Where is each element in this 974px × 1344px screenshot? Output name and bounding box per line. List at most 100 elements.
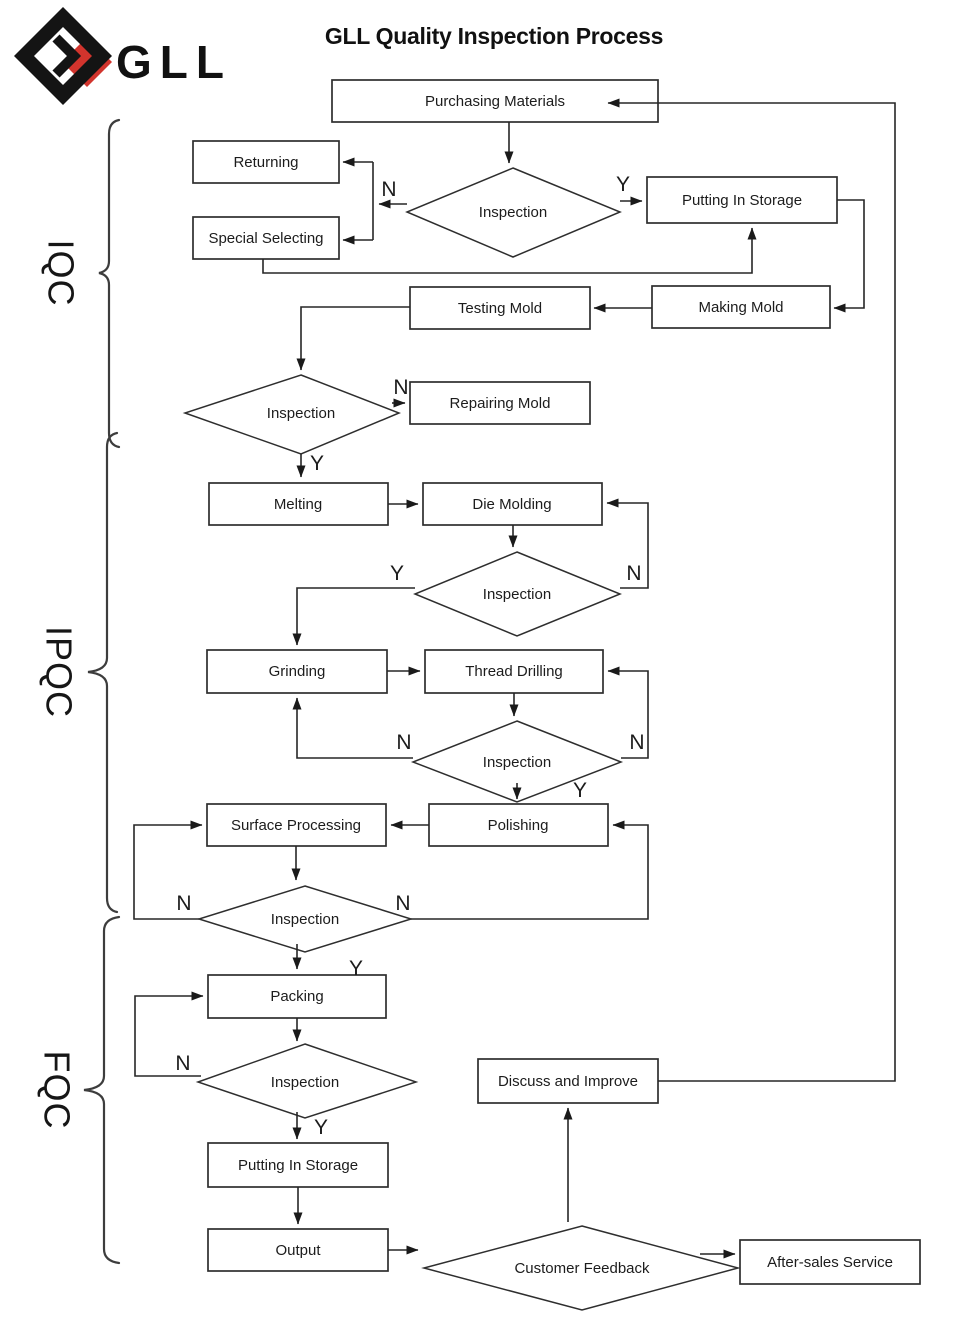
putting-in-storage-iqc-box: [646, 176, 838, 224]
branch-no-die-molding: N: [626, 562, 641, 585]
packing-box: [207, 974, 387, 1019]
grinding-box: [206, 649, 388, 694]
edge-storage-to-making-mold: [833, 199, 865, 313]
thread-drilling-box: [424, 649, 604, 694]
branch-no-surface-left: N: [176, 892, 191, 915]
edge-inspection-no-loop-polishing: [411, 820, 649, 920]
inspection-die-molding-diamond: [413, 551, 622, 637]
section-label-fqc: FQC: [36, 1051, 77, 1130]
node-putting-in-storage-iqc: Putting In Storage: [646, 176, 838, 224]
testing-mold-label: Testing Mold: [458, 300, 542, 317]
edge-testing-mold-to-inspection: [296, 306, 410, 371]
inspection-thread-drilling-diamond: [410, 720, 624, 803]
branch-labels: N Y N Y Y N N N Y N N Y N Y: [175, 173, 644, 1139]
node-melting: Melting: [208, 482, 389, 526]
putting-in-storage-fqc-label: Putting In Storage: [238, 1157, 358, 1174]
inspection-surface-diamond: [196, 885, 414, 953]
edge-discuss-to-purchasing-loop: [607, 98, 896, 1082]
decision-inspection-thread-drilling: Inspection: [410, 720, 624, 803]
node-testing-mold: Testing Mold: [409, 286, 591, 330]
branch-yes-surface: Y: [349, 957, 363, 980]
die-molding-label: Die Molding: [472, 496, 551, 513]
section-braces: IQC IPQC FQC: [36, 118, 121, 1265]
edge-inspection-yes-to-grinding: [292, 587, 415, 646]
page-title: GLL Quality Inspection Process: [325, 23, 663, 49]
branch-yes-thread: Y: [573, 779, 587, 802]
inspection-mold-label: Inspection: [267, 405, 335, 422]
edge-inspection-no-to-thread-drilling: [607, 666, 649, 759]
edge-special-selecting-to-storage: [262, 227, 757, 274]
returning-box: [192, 140, 340, 184]
node-grinding: Grinding: [206, 649, 388, 694]
logo-hook-icon: [52, 34, 82, 78]
branch-no-thread-left: N: [396, 731, 411, 754]
logo-text: GLL: [116, 36, 232, 88]
output-label: Output: [275, 1242, 321, 1259]
section-label-ipqc: IPQC: [38, 626, 79, 718]
polishing-box: [428, 803, 609, 847]
branch-no-surface-right: N: [395, 892, 410, 915]
discuss-and-improve-label: Discuss and Improve: [498, 1073, 638, 1090]
node-special-selecting: Special Selecting: [192, 216, 340, 260]
edge-inspection-no-loop-surface: [133, 820, 203, 920]
inspection-packing-label: Inspection: [271, 1074, 339, 1091]
polishing-label: Polishing: [488, 817, 549, 834]
returning-label: Returning: [233, 154, 298, 171]
edge-inspection-no-to-die-molding: [606, 498, 649, 589]
node-packing: Packing: [207, 974, 387, 1019]
customer-feedback-label: Customer Feedback: [514, 1260, 650, 1277]
branch-yes-packing: Y: [314, 1116, 328, 1139]
iqc-brace: [98, 118, 121, 449]
branch-yes-die-molding: Y: [390, 562, 404, 585]
repairing-mold-box: [409, 381, 591, 425]
grinding-label: Grinding: [269, 663, 326, 680]
node-die-molding: Die Molding: [422, 482, 603, 526]
after-sales-service-box: [739, 1239, 921, 1285]
node-putting-in-storage-fqc: Putting In Storage: [207, 1142, 389, 1188]
decision-inspection-die-molding: Inspection: [413, 551, 622, 637]
node-repairing-mold: Repairing Mold: [409, 381, 591, 425]
decision-inspection-packing: Inspection: [195, 1043, 419, 1119]
node-purchasing-materials: Purchasing Materials: [331, 79, 659, 123]
purchasing-materials-label: Purchasing Materials: [425, 93, 565, 110]
putting-in-storage-fqc-box: [207, 1142, 389, 1188]
edge-inspection-no-to-grinding: [292, 697, 413, 759]
decision-inspection-surface: Inspection: [196, 885, 414, 953]
inspection-thread-drilling-label: Inspection: [483, 754, 551, 771]
purchasing-materials-box: [331, 79, 659, 123]
decision-inspection-materials: Inspection: [405, 167, 622, 258]
inspection-packing-diamond: [195, 1043, 419, 1119]
node-returning: Returning: [192, 140, 340, 184]
branch-yes-mold: Y: [310, 452, 324, 475]
inspection-materials-label: Inspection: [479, 204, 547, 221]
node-output: Output: [207, 1228, 389, 1272]
logo-black-ring-icon: [14, 7, 112, 105]
node-polishing: Polishing: [428, 803, 609, 847]
making-mold-label: Making Mold: [698, 299, 783, 316]
branch-yes-materials: Y: [616, 173, 630, 196]
branch-no-materials: N: [381, 178, 396, 201]
ipqc-brace: [87, 431, 119, 914]
special-selecting-label: Special Selecting: [208, 230, 323, 247]
packing-label: Packing: [270, 988, 323, 1005]
putting-in-storage-iqc-label: Putting In Storage: [682, 192, 802, 209]
section-label-iqc: IQC: [40, 239, 81, 306]
fqc-brace: [83, 915, 121, 1265]
making-mold-box: [651, 285, 831, 329]
surface-processing-box: [206, 803, 387, 847]
branch-no-mold: N: [393, 376, 408, 399]
decision-inspection-mold: Inspection: [182, 374, 402, 455]
edge-inspection-no-loop-packing: [134, 991, 204, 1077]
inspection-die-molding-label: Inspection: [483, 586, 551, 603]
repairing-mold-label: Repairing Mold: [450, 395, 551, 412]
inspection-materials-diamond: [405, 167, 622, 258]
node-making-mold: Making Mold: [651, 285, 831, 329]
after-sales-service-label: After-sales Service: [767, 1254, 893, 1271]
surface-processing-label: Surface Processing: [231, 817, 361, 834]
die-molding-box: [422, 482, 603, 526]
inspection-surface-label: Inspection: [271, 911, 339, 928]
decision-customer-feedback: Customer Feedback: [421, 1225, 741, 1311]
node-thread-drilling: Thread Drilling: [424, 649, 604, 694]
node-discuss-and-improve: Discuss and Improve: [477, 1058, 659, 1104]
